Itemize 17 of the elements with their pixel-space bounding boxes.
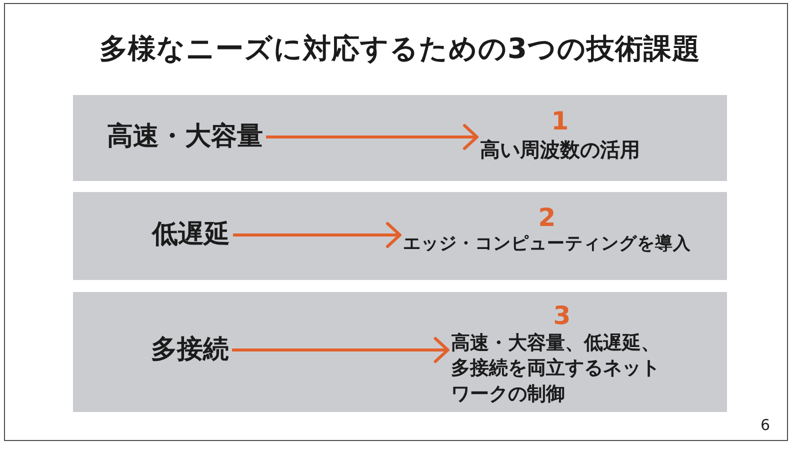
category-label: 低遅延 bbox=[152, 218, 230, 252]
category-label: 高速・大容量 bbox=[107, 120, 263, 154]
page-number: 6 bbox=[760, 416, 770, 434]
step-number: 3 bbox=[553, 301, 571, 332]
category-band bbox=[73, 192, 727, 280]
arrow bbox=[233, 222, 402, 248]
arrow bbox=[266, 124, 478, 150]
category-band bbox=[73, 95, 727, 181]
slide-title: 多様なニーズに対応するための3つの技術課題 bbox=[100, 32, 700, 66]
category-band bbox=[73, 292, 727, 412]
step-number: 1 bbox=[551, 106, 569, 136]
arrow bbox=[232, 337, 450, 363]
step-number: 2 bbox=[538, 203, 556, 234]
description-text: 高速・大容量、低遅延、多接続を両立するネットワークの制御 bbox=[450, 331, 661, 407]
category-label: 多接続 bbox=[151, 333, 229, 366]
description-text: 高い周波数の活用 bbox=[480, 136, 640, 164]
description-text: エッジ・コンピューティングを導入 bbox=[403, 233, 691, 256]
